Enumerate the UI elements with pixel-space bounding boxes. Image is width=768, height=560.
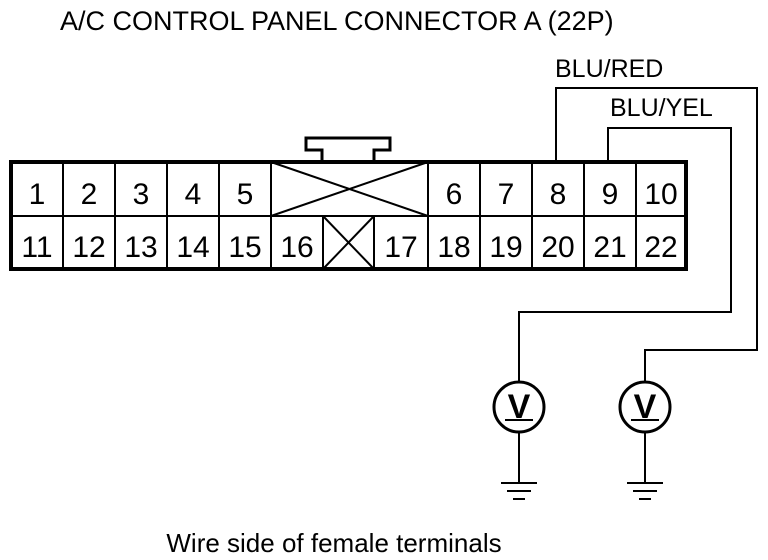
pin-13: 13 (124, 231, 157, 264)
voltmeter-right: V (618, 380, 672, 434)
pin-5: 5 (237, 178, 254, 211)
pin-3: 3 (133, 178, 150, 211)
pin-20: 20 (541, 231, 574, 264)
wire-label-blu-red: BLU/RED (555, 55, 663, 83)
blank-cavity-bottom (322, 215, 375, 270)
wire-blu-red (555, 87, 758, 382)
voltmeter-right-symbol: V (634, 388, 657, 426)
diagram-title: A/C CONTROL PANEL CONNECTOR A (22P) (60, 6, 614, 36)
pin-22: 22 (644, 231, 677, 264)
pin-17: 17 (384, 231, 417, 264)
pin-10: 10 (644, 178, 677, 211)
pin-19: 19 (489, 231, 522, 264)
pin-1: 1 (29, 178, 46, 211)
column-dividers (62, 162, 637, 269)
pin-7: 7 (498, 178, 515, 211)
pin-16: 16 (280, 231, 313, 264)
pin-4: 4 (185, 178, 202, 211)
pin-9: 9 (602, 178, 619, 211)
pin-8: 8 (550, 178, 567, 211)
voltmeter-left-symbol: V (508, 388, 531, 426)
blank-cavity-top (270, 161, 429, 217)
pin-15: 15 (228, 231, 261, 264)
wire-blu-yel (518, 127, 732, 382)
pin-11: 11 (21, 231, 52, 264)
pin-2: 2 (81, 178, 98, 211)
ground-icon (501, 482, 537, 500)
ground-icon (627, 482, 663, 500)
pin-6: 6 (446, 178, 463, 211)
voltmeter-left: V (492, 380, 546, 434)
pin-21: 21 (593, 231, 626, 264)
wire-label-blu-yel: BLU/YEL (610, 94, 713, 122)
pin-12: 12 (72, 231, 105, 264)
pin-18: 18 (437, 231, 470, 264)
pin-14: 14 (176, 231, 209, 264)
connector-latch (304, 136, 392, 162)
diagram-caption: Wire side of female terminals (166, 528, 501, 558)
